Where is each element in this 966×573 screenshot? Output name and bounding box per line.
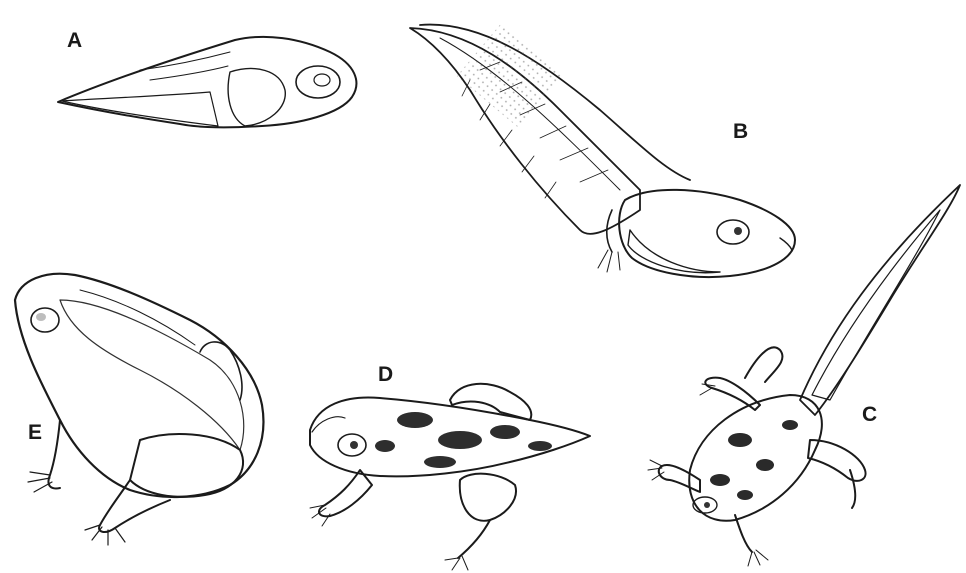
label-c: C	[862, 404, 877, 425]
stage-d-froglet	[310, 384, 590, 570]
stage-e-adult-frog	[15, 274, 263, 545]
stage-a-tadpole	[58, 37, 356, 127]
stage-b-tadpole	[410, 22, 795, 277]
label-b: B	[733, 121, 748, 142]
stage-c-froglet-with-tail	[648, 185, 960, 566]
label-a: A	[67, 30, 82, 51]
label-d: D	[378, 364, 393, 385]
label-e: E	[28, 422, 42, 443]
